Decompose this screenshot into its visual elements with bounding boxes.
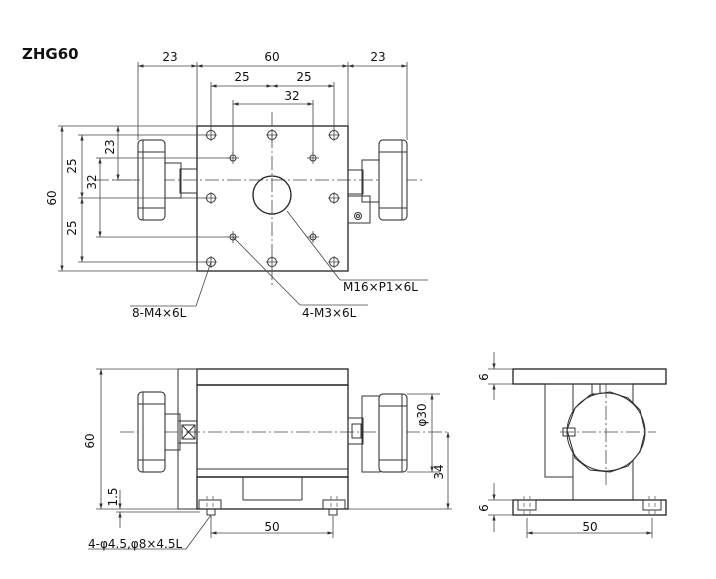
dim-hole-pitch-left: 25 <box>234 70 249 84</box>
outer-holes <box>205 129 340 268</box>
right-knob-top <box>347 139 408 224</box>
front-dims <box>88 368 452 550</box>
callout-mount-holes: 4-φ4.5,φ8×4.5L <box>88 537 182 551</box>
dim-v-25b: 25 <box>65 220 79 235</box>
front-base <box>196 476 349 510</box>
left-knob-front <box>137 391 198 473</box>
left-knob-top <box>137 139 198 221</box>
dim-inner-pitch: 32 <box>284 89 299 103</box>
dim-base-offset: 1.5 <box>106 487 120 506</box>
dim-front-mount-pitch: 50 <box>264 520 279 534</box>
front-body <box>196 384 349 478</box>
dim-knob-height: 34 <box>432 464 446 479</box>
top-horizontal-dims <box>137 62 408 154</box>
front-view: 60 1.5 50 φ30 34 4-φ4.5,φ8×4.5L <box>83 368 452 551</box>
dim-knob-dia: φ30 <box>415 403 429 426</box>
lock-screw-icon <box>354 212 362 220</box>
center-thread-circle <box>252 175 292 215</box>
model-title: ZHG60 <box>22 45 79 63</box>
callout-outer-holes: 8-M4×6L <box>132 306 187 320</box>
side-view <box>488 352 667 538</box>
right-knob-front <box>347 393 408 473</box>
dim-v-top: 23 <box>103 139 117 154</box>
callout-inner-holes: 4-M3×6L <box>302 306 357 320</box>
dim-hole-pitch-right: 25 <box>296 70 311 84</box>
dim-v-32: 32 <box>85 174 99 189</box>
side-top-plate <box>512 368 667 385</box>
top-vertical-dims <box>58 125 229 272</box>
dim-body-width: 60 <box>264 50 279 64</box>
dim-v-25a: 25 <box>65 158 79 173</box>
dim-side-base-plate: 6 <box>477 504 491 512</box>
top-body-outline <box>196 125 349 272</box>
dim-left-margin: 23 <box>162 50 177 64</box>
dim-side-mount-pitch: 50 <box>582 520 597 534</box>
side-base-plate <box>512 499 667 516</box>
dim-overall-height: 60 <box>45 190 59 205</box>
dim-side-top-plate: 6 <box>477 373 491 381</box>
dim-right-margin: 23 <box>370 50 385 64</box>
top-view: 23 60 23 25 25 32 60 <box>45 50 428 320</box>
inner-holes <box>227 152 319 243</box>
top-leaders <box>130 210 428 307</box>
dim-front-height: 60 <box>83 433 97 448</box>
front-top-plate <box>196 368 349 386</box>
callout-center-thread: M16×P1×6L <box>343 280 418 294</box>
